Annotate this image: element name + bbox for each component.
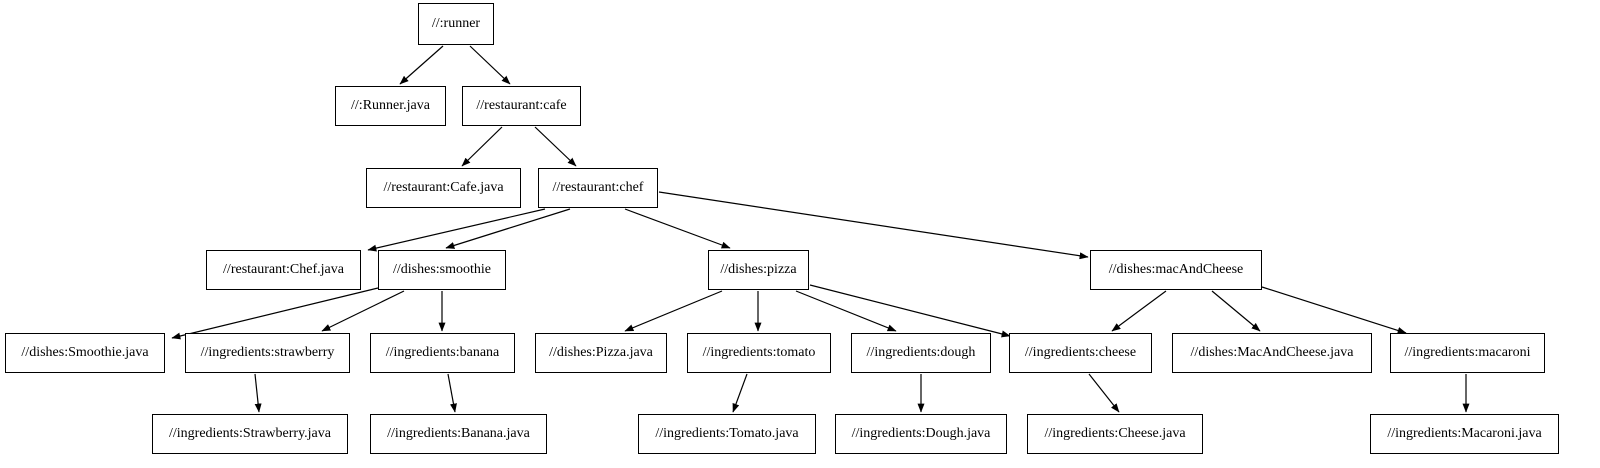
graph-edge-ing_strawberry-to-strawberry_java [254, 373, 262, 413]
node-label: //ingredients:tomato [702, 345, 816, 360]
graph-edge-dishes_smoothie-to-smoothie_java [171, 287, 379, 340]
graph-edge-runner-to-runner_java [399, 45, 444, 85]
graph-node-ing_macaroni[interactable]: //ingredients:macaroni [1390, 333, 1545, 373]
node-label: //dishes:smoothie [393, 262, 491, 277]
graph-edge-dishes_mac-to-mac_java [1211, 290, 1261, 332]
graph-node-dough_java[interactable]: //ingredients:Dough.java [835, 414, 1007, 454]
graph-node-banana_java[interactable]: //ingredients:Banana.java [370, 414, 547, 454]
graph-node-cheese_java[interactable]: //ingredients:Cheese.java [1027, 414, 1203, 454]
graph-edge-dishes_pizza-to-pizza_java [624, 290, 723, 332]
node-label: //ingredients:banana [385, 345, 500, 360]
graph-edge-ing_tomato-to-tomato_java [732, 373, 748, 413]
graph-node-dishes_smoothie[interactable]: //dishes:smoothie [378, 250, 506, 290]
graph-node-pizza_java[interactable]: //dishes:Pizza.java [535, 333, 667, 373]
graph-node-ing_tomato[interactable]: //ingredients:tomato [687, 333, 831, 373]
graph-edge-restaurant_chef-to-dishes_mac [658, 191, 1089, 260]
graph-edge-dishes_mac-to-ing_cheese [1111, 290, 1167, 332]
node-label: //restaurant:chef [552, 180, 644, 195]
node-label: //ingredients:dough [866, 345, 976, 360]
node-label: //ingredients:strawberry [200, 345, 335, 360]
graph-node-tomato_java[interactable]: //ingredients:Tomato.java [638, 414, 816, 454]
node-label: //ingredients:Strawberry.java [169, 426, 331, 441]
graph-edge-restaurant_chef-to-dishes_pizza [624, 208, 731, 249]
graph-node-strawberry_java[interactable]: //ingredients:Strawberry.java [152, 414, 348, 454]
graph-node-smoothie_java[interactable]: //dishes:Smoothie.java [5, 333, 165, 373]
graph-edge-restaurant_cafe-to-cafe_java [461, 126, 503, 167]
node-label: //ingredients:Banana.java [387, 426, 530, 441]
node-label: //ingredients:Dough.java [851, 426, 991, 441]
node-label: //ingredients:Macaroni.java [1387, 426, 1542, 441]
node-label: //restaurant:Cafe.java [383, 180, 504, 195]
graph-edge-restaurant_chef-to-dishes_smoothie [445, 208, 571, 249]
graph-edge-dishes_mac-to-ing_macaroni [1261, 286, 1407, 334]
graph-node-ing_dough[interactable]: //ingredients:dough [851, 333, 991, 373]
node-label: //dishes:Smoothie.java [21, 345, 149, 360]
graph-edge-restaurant_cafe-to-restaurant_chef [534, 126, 577, 167]
node-label: //ingredients:cheese [1024, 345, 1137, 360]
graph-node-mac_java[interactable]: //dishes:MacAndCheese.java [1172, 333, 1372, 373]
graph-node-ing_cheese[interactable]: //ingredients:cheese [1009, 333, 1152, 373]
graph-node-dishes_mac[interactable]: //dishes:macAndCheese [1090, 250, 1262, 290]
node-label: //ingredients:macaroni [1404, 345, 1531, 360]
graph-node-runner[interactable]: //:runner [418, 3, 494, 45]
node-label: //restaurant:cafe [476, 98, 567, 113]
graph-node-restaurant_chef[interactable]: //restaurant:chef [538, 168, 658, 208]
node-label: //dishes:Pizza.java [549, 345, 653, 360]
graph-node-macaroni_java[interactable]: //ingredients:Macaroni.java [1370, 414, 1559, 454]
graph-node-ing_banana[interactable]: //ingredients:banana [370, 333, 515, 373]
graph-edge-restaurant_chef-to-chef_java [367, 208, 546, 252]
graph-edge-ing_banana-to-banana_java [447, 373, 457, 413]
graph-node-dishes_pizza[interactable]: //dishes:pizza [708, 250, 809, 290]
graph-node-restaurant_cafe[interactable]: //restaurant:cafe [462, 86, 581, 126]
graph-edge-ing_cheese-to-cheese_java [1088, 373, 1120, 413]
node-label: //:runner [431, 16, 481, 31]
graph-edge-dishes_pizza-to-ing_dough [795, 290, 897, 332]
graph-node-chef_java[interactable]: //restaurant:Chef.java [206, 250, 361, 290]
node-label: //dishes:macAndCheese [1108, 262, 1244, 277]
node-label: //dishes:MacAndCheese.java [1190, 345, 1354, 360]
graph-edge-dishes_pizza-to-ing_cheese [809, 284, 1011, 338]
node-label: //ingredients:Tomato.java [655, 426, 799, 441]
node-label: //ingredients:Cheese.java [1044, 426, 1186, 441]
graph-node-ing_strawberry[interactable]: //ingredients:strawberry [185, 333, 350, 373]
graph-node-runner_java[interactable]: //:Runner.java [335, 86, 446, 126]
graph-node-cafe_java[interactable]: //restaurant:Cafe.java [366, 168, 521, 208]
graph-edge-runner-to-restaurant_cafe [469, 45, 511, 85]
node-label: //dishes:pizza [720, 262, 797, 277]
node-label: //restaurant:Chef.java [223, 262, 344, 277]
graph-edge-dishes_smoothie-to-ing_strawberry [321, 290, 405, 332]
node-label: //:Runner.java [351, 98, 430, 113]
